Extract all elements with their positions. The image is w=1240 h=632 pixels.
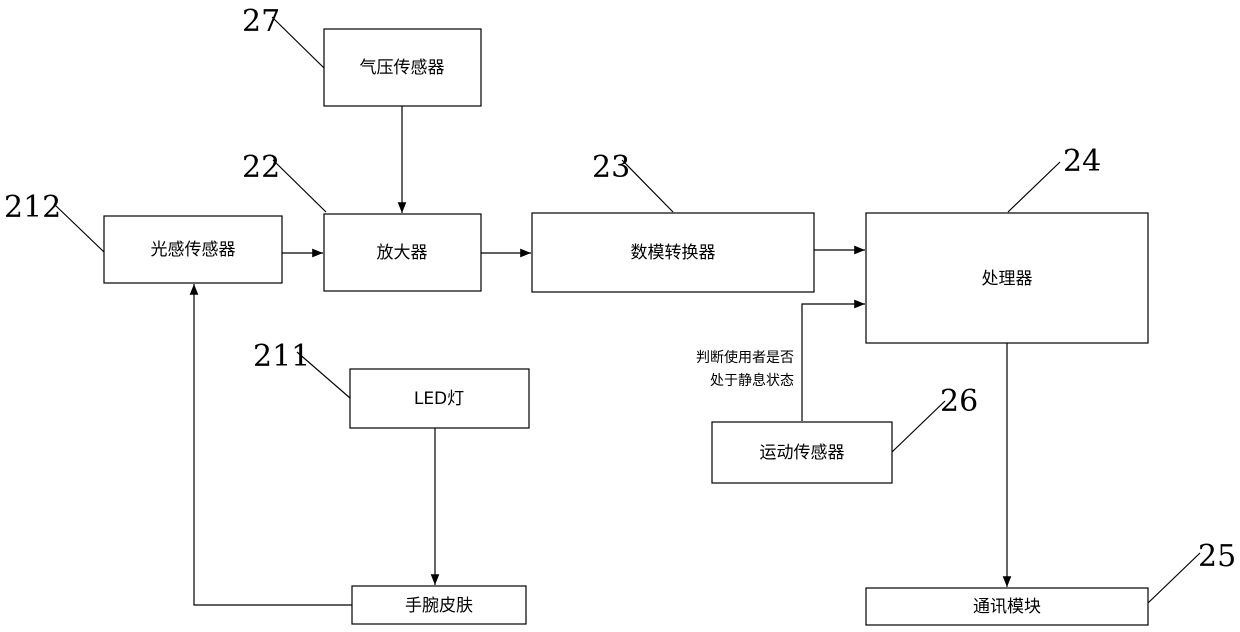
leader-24 bbox=[1008, 162, 1060, 212]
arrow-motion-to-processor bbox=[802, 304, 865, 421]
pressure-sensor-label: 气压传感器 bbox=[360, 58, 445, 78]
processor-block: 处理器 bbox=[866, 213, 1148, 343]
arrow-skin-to-light bbox=[194, 284, 352, 605]
led-label: LED灯 bbox=[414, 389, 464, 409]
leader-212 bbox=[54, 204, 104, 252]
motion-sensor-block: 运动传感器 bbox=[712, 422, 892, 483]
leader-25 bbox=[1148, 553, 1200, 603]
ref-27: 27 bbox=[242, 4, 280, 39]
light-sensor-label: 光感传感器 bbox=[151, 240, 236, 260]
ref-25: 25 bbox=[1198, 539, 1236, 574]
ref-26: 26 bbox=[940, 384, 978, 419]
ref-211: 211 bbox=[253, 339, 310, 374]
dac-block: 数模转换器 bbox=[532, 213, 814, 292]
amplifier-label: 放大器 bbox=[377, 243, 428, 263]
skin-block: 手腕皮肤 bbox=[352, 586, 526, 624]
skin-label: 手腕皮肤 bbox=[405, 596, 473, 616]
annotation-line-1: 判断使用者是否 bbox=[696, 349, 794, 366]
ref-23: 23 bbox=[592, 150, 630, 185]
motion-sensor-label: 运动传感器 bbox=[760, 443, 845, 463]
processor-label: 处理器 bbox=[982, 269, 1033, 289]
led-block: LED灯 bbox=[350, 369, 529, 428]
dac-label: 数模转换器 bbox=[631, 243, 716, 263]
comm-module-block: 通讯模块 bbox=[866, 588, 1148, 625]
ref-24: 24 bbox=[1063, 144, 1101, 179]
comm-module-label: 通讯模块 bbox=[973, 597, 1041, 617]
amplifier-block: 放大器 bbox=[324, 214, 481, 291]
leader-26 bbox=[892, 401, 945, 452]
ref-22: 22 bbox=[242, 150, 280, 185]
light-sensor-block: 光感传感器 bbox=[104, 216, 282, 283]
pressure-sensor-block: 气压传感器 bbox=[324, 29, 481, 106]
annotation-line-2: 处于静息状态 bbox=[710, 372, 794, 389]
ref-212: 212 bbox=[4, 190, 61, 225]
leader-22 bbox=[273, 160, 326, 212]
